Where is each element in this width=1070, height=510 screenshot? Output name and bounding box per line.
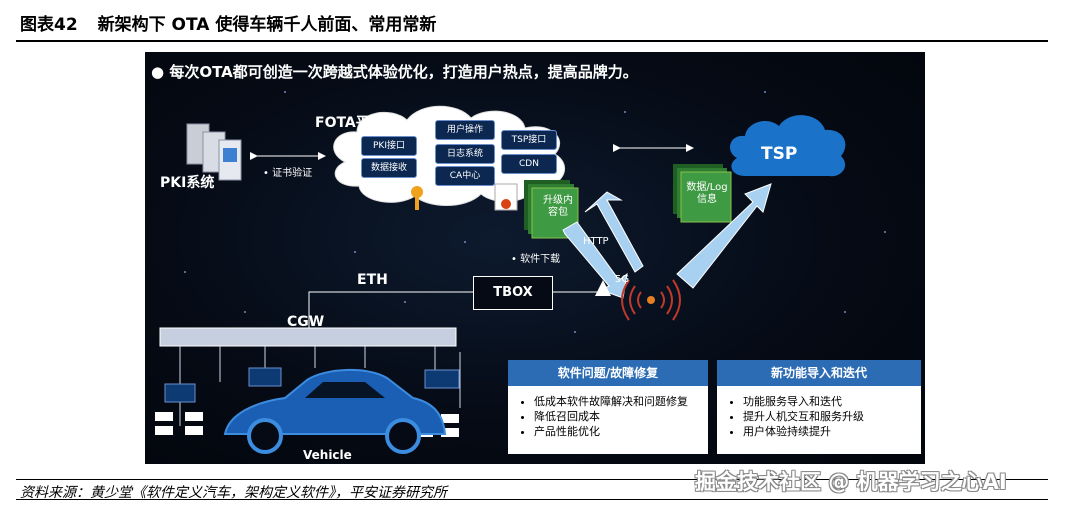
eth-label: ETH bbox=[357, 272, 388, 288]
figure-number: 图表42 bbox=[20, 15, 78, 35]
download-label: • 软件下载 bbox=[511, 254, 561, 265]
vehicle-icon bbox=[223, 369, 447, 454]
fota-module-data-recv: 数据接收 bbox=[361, 158, 417, 178]
new-feature-list: 功能服务导入和迭代 提升人机交互和服务升级 用户体验持续提升 bbox=[717, 394, 921, 439]
top-rule bbox=[16, 40, 1048, 42]
software-fix-title: 软件问题/故障修复 bbox=[508, 360, 708, 386]
ecu-network bbox=[179, 346, 461, 426]
tbox-box: TBOX bbox=[473, 276, 553, 310]
cert-label-text: 证书验证 bbox=[272, 168, 313, 179]
certificate-icon bbox=[494, 183, 518, 211]
headline: ● 每次OTA都可创造一次跨越式体验优化，打造用户热点，提高品牌力。 bbox=[151, 63, 638, 81]
list-item: 低成本软件故障解决和问题修复 bbox=[534, 394, 708, 409]
download-label-text: 软件下载 bbox=[520, 254, 561, 265]
eth-line bbox=[308, 291, 473, 328]
fota-module-cdn: CDN bbox=[501, 154, 557, 174]
pki-server-icon bbox=[186, 123, 242, 181]
new-feature-title: 新功能导入和迭代 bbox=[717, 360, 921, 386]
list-item: 产品性能优化 bbox=[534, 424, 708, 439]
fota-module-user-op: 用户操作 bbox=[435, 120, 495, 140]
headline-text: 每次OTA都可创造一次跨越式体验优化，打造用户热点，提高品牌力。 bbox=[169, 63, 638, 81]
watermark: 掘金技术社区 @ 机器学习之心AI bbox=[695, 470, 1007, 494]
key-icon bbox=[411, 186, 423, 210]
bottom-rule bbox=[16, 499, 1048, 500]
fota-module-ca-center: CA中心 bbox=[435, 166, 495, 186]
fota-label: FOTA平台 bbox=[315, 115, 384, 131]
fota-module-pki-port: PKI接口 bbox=[361, 136, 417, 156]
new-feature-box: 新功能导入和迭代 功能服务导入和迭代 提升人机交互和服务升级 用户体验持续提升 bbox=[717, 360, 921, 454]
fiveg-signal-icon bbox=[621, 279, 681, 321]
pki-label: PKI系统 bbox=[160, 175, 215, 191]
ota-diagram-panel: ● 每次OTA都可创造一次跨越式体验优化，打造用户热点，提高品牌力。 PKI系统… bbox=[145, 52, 925, 464]
diagram-graphics bbox=[155, 91, 886, 454]
figure-title: 新架构下 OTA 使得车辆千人前面、常用常新 bbox=[97, 15, 437, 35]
fiveg-to-tsp-arrow bbox=[676, 183, 772, 289]
tsp-cloud-icon bbox=[730, 115, 846, 177]
fiveg-label: 5G bbox=[615, 274, 630, 285]
fota-module-log-sys: 日志系统 bbox=[435, 144, 495, 164]
http-arrow-up bbox=[584, 191, 644, 273]
package-label: 升级内容包 bbox=[543, 195, 573, 218]
software-fix-list: 低成本软件故障解决和问题修复 降低召回成本 产品性能优化 bbox=[508, 394, 708, 439]
cert-label: • 证书验证 bbox=[263, 168, 313, 179]
data-log-label: 数据/Log信息 bbox=[686, 182, 728, 205]
data-log-stack-icon bbox=[673, 164, 732, 223]
vehicle-label: Vehicle bbox=[303, 448, 352, 462]
list-item: 提升人机交互和服务升级 bbox=[743, 409, 921, 424]
http-label: HTTP bbox=[583, 236, 609, 247]
cgw-label: CGW bbox=[287, 314, 325, 330]
source-rule-top bbox=[16, 479, 1048, 480]
cgw-bar bbox=[159, 327, 457, 347]
fota-module-tsp-port: TSP接口 bbox=[501, 130, 557, 150]
list-item: 用户体验持续提升 bbox=[743, 424, 921, 439]
source-note: 资料来源：黄少堂《软件定义汽车，架构定义软件》，平安证券研究所 bbox=[20, 485, 447, 501]
list-item: 功能服务导入和迭代 bbox=[743, 394, 921, 409]
tsp-label: TSP bbox=[761, 144, 798, 164]
domain-controllers bbox=[164, 367, 460, 403]
list-item: 降低召回成本 bbox=[534, 409, 708, 424]
software-fix-box: 软件问题/故障修复 低成本软件故障解决和问题修复 降低召回成本 产品性能优化 bbox=[508, 360, 708, 454]
figure-caption: 图表42 新架构下 OTA 使得车辆千人前面、常用常新 bbox=[20, 10, 436, 35]
